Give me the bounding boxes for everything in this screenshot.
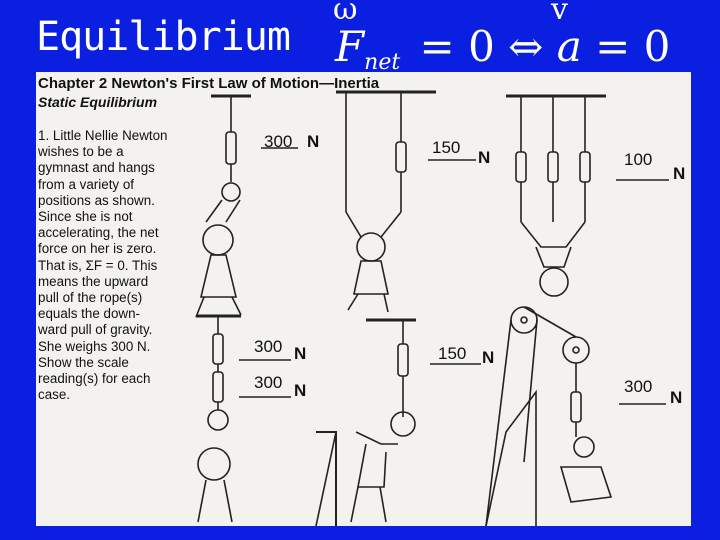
scale-unit-2: N [478,148,490,168]
figure-two-ropes [336,92,436,312]
scale-unit-4a: N [294,344,306,364]
scale-reading-6: 300 [624,377,652,397]
scale-unit-3: N [673,164,685,184]
scale-reading-2: 150 [432,138,460,158]
figure-scales-in-series [196,316,241,522]
scale-unit-6: N [670,388,682,408]
scale-reading-3: 100 [624,150,652,170]
scale-reading-5: 150 [438,344,466,364]
figure-three-ropes [506,96,606,296]
formula-equals-zero: = 0 [420,22,495,71]
figure-single-rope [196,96,251,317]
formula-acceleration: a [557,22,582,71]
chapter-heading: Chapter 2 Newton's First Law of Motion—I… [38,75,379,92]
slide-title: Equilibrium [36,14,290,60]
equilibrium-formula: Fnet = 0 ⇔ a = 0 [335,22,670,71]
figure-rope-and-wall [316,320,416,526]
problem-statement: 1. Little Nellie Newton wishes to be a g… [38,128,188,403]
figure-pulleys [486,307,611,526]
worksheet-scan: Chapter 2 Newton's First Law of Motion—I… [36,72,691,526]
formula-equals-zero-2: = 0 [595,22,670,71]
scale-unit-1: N [307,132,319,152]
scale-unit-5: N [482,348,494,368]
scale-reading-4b: 300 [254,373,282,393]
scale-unit-4b: N [294,381,306,401]
section-heading: Static Equilibrium [38,94,157,110]
scale-reading-1: 300 [264,132,292,152]
scale-reading-4a: 300 [254,337,282,357]
formula-iff-arrow: ⇔ [508,22,543,71]
formula-force: F [335,22,364,71]
